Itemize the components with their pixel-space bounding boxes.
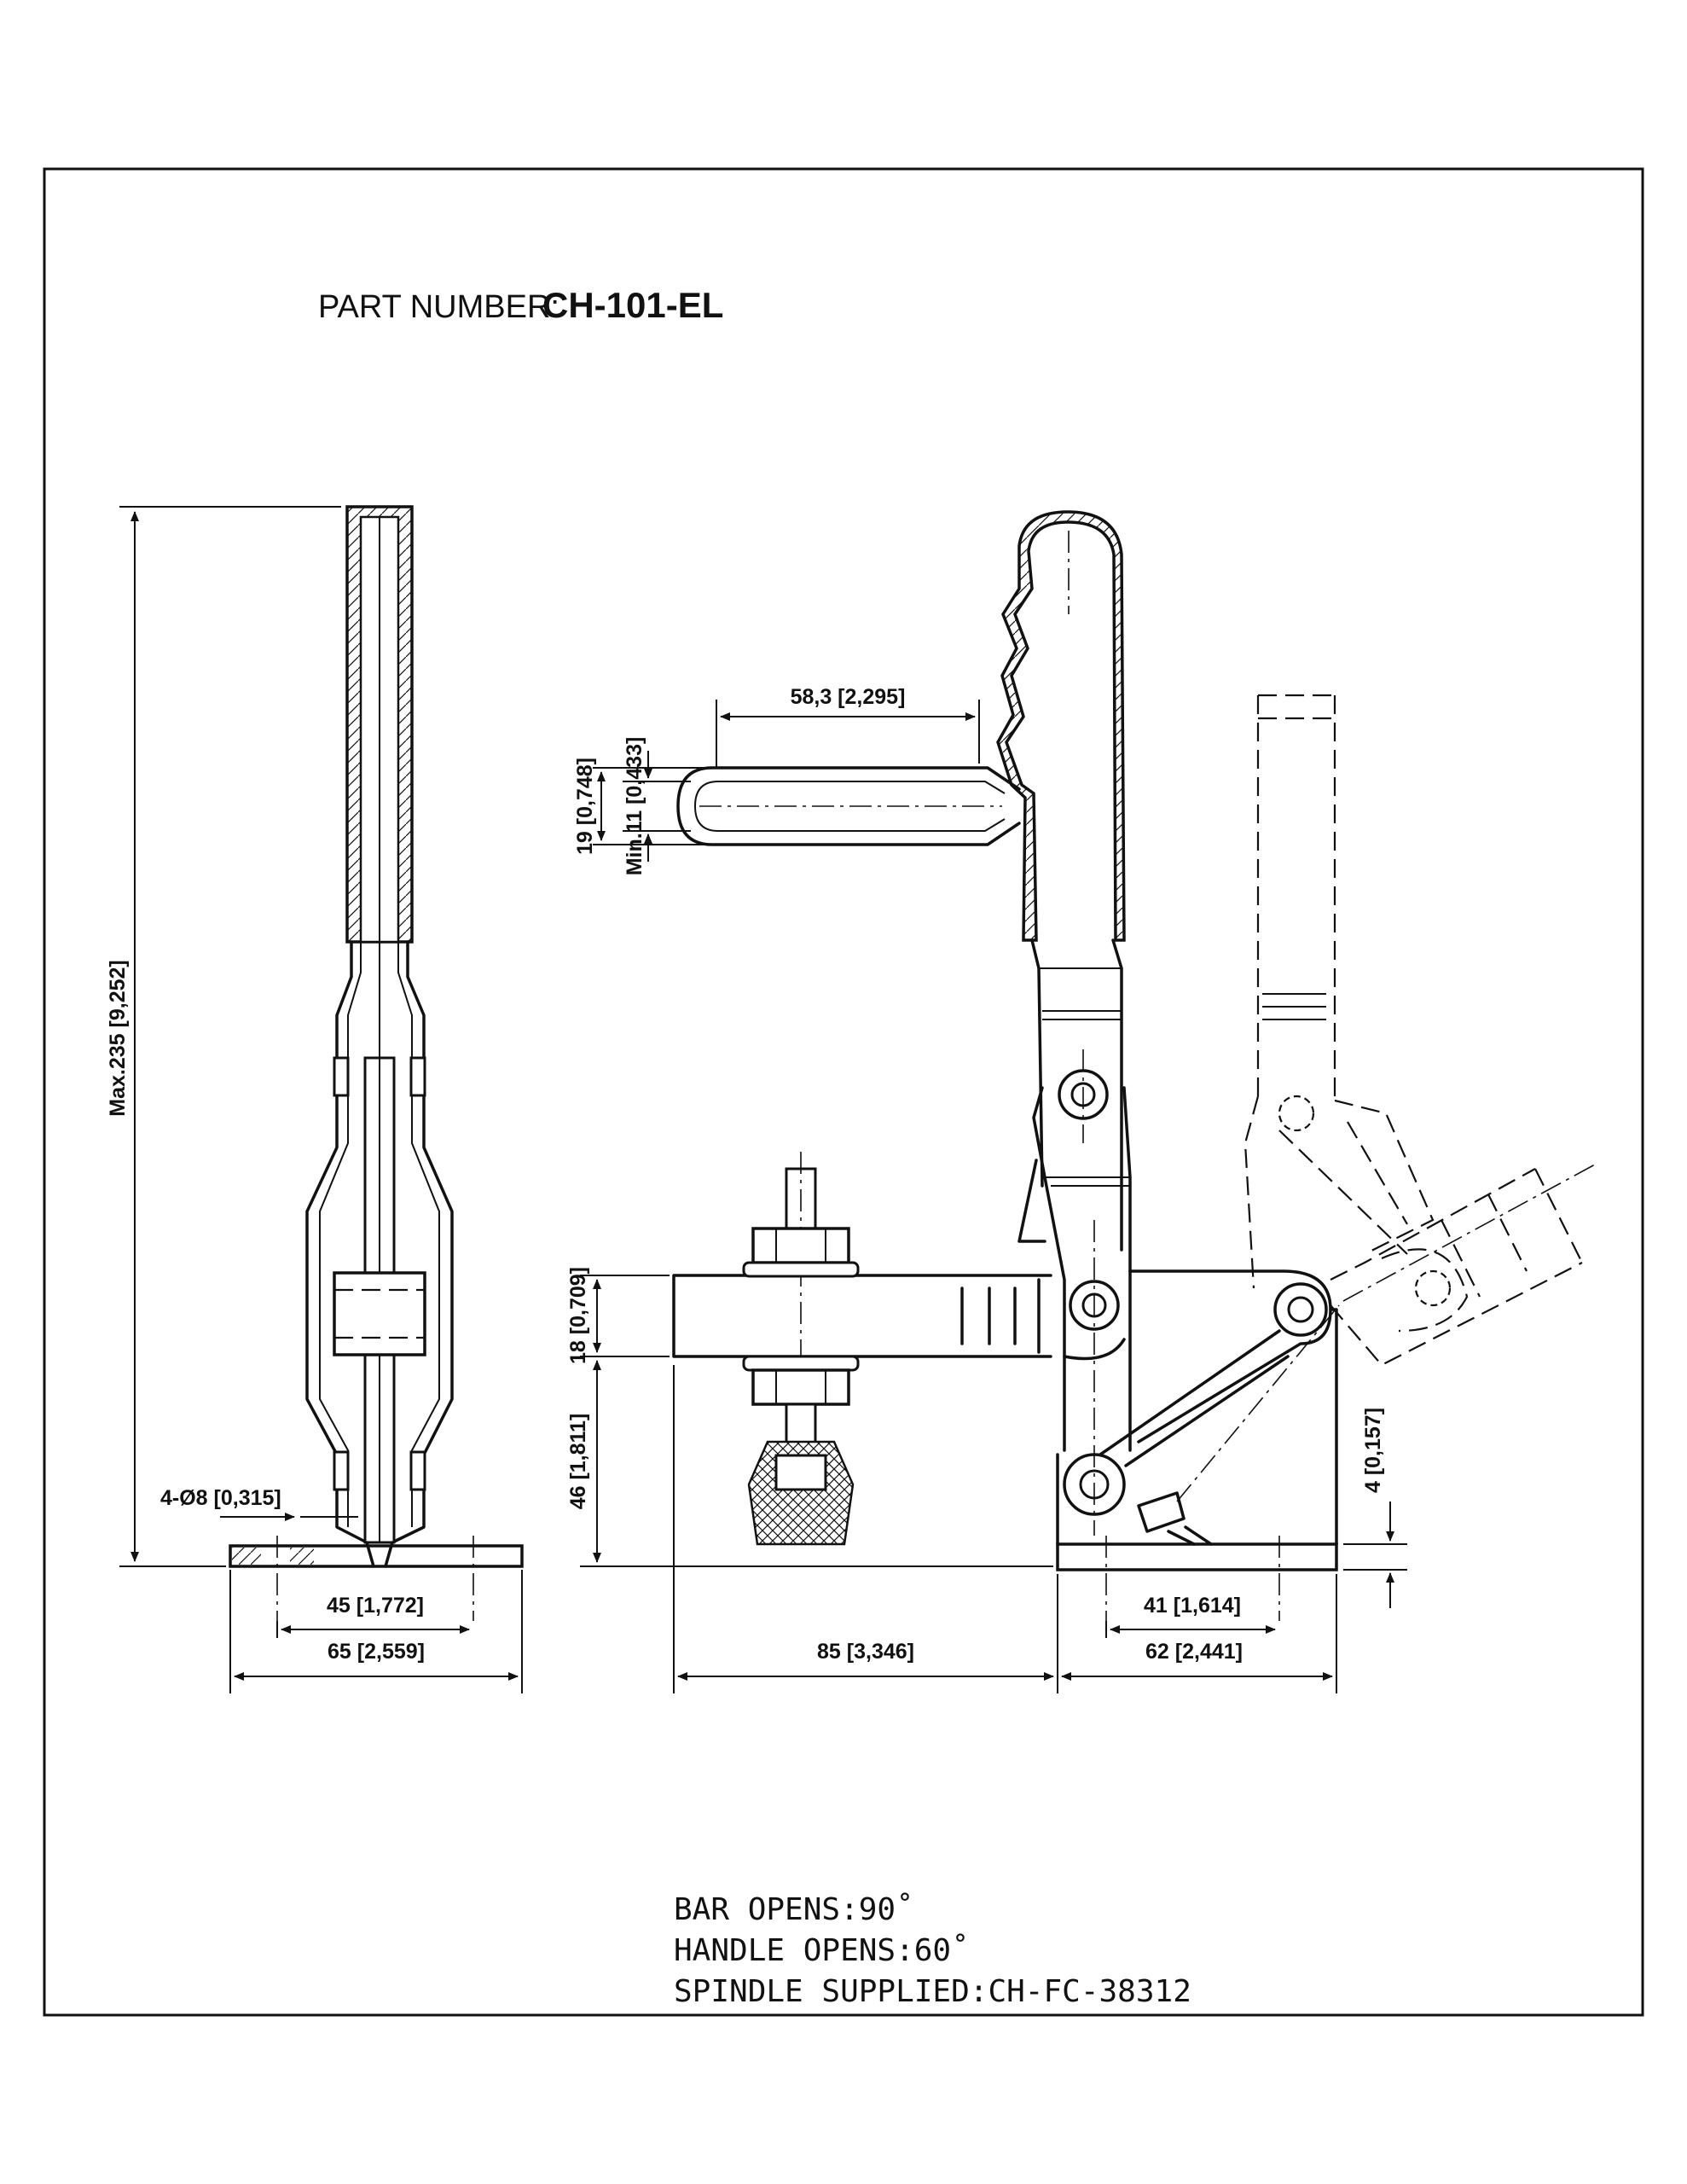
dim-hole-spacing-side: 45 [1,772] [327,1594,424,1618]
note-bar-opens: BAR OPENS:90˚ [674,1892,914,1927]
u-bar-handle [676,766,1021,846]
dim-base-length-front: 62 [2,441] [1145,1640,1243,1664]
side-base-plate [229,1544,524,1568]
dim-base-holes-front: 41 [1,614] [1144,1594,1241,1618]
dim-u-bar-length: 58,3 [2,295] [791,685,906,709]
clamp-bar [672,1269,1132,1358]
front-handle-grip [996,510,1126,942]
spindle-assembly [742,1152,860,1546]
note-handle-opens: HANDLE OPENS:60˚ [674,1933,970,1968]
front-view [672,510,1596,1621]
dim-bar-reach: 85 [3,346] [817,1640,914,1664]
dim-bar-height: 46 [1,811] [566,1414,590,1510]
note-spindle-supplied: SPINDLE SUPPLIED:CH-FC-38312 [674,1974,1191,2009]
side-spacer-block [333,1271,426,1356]
side-dimensions: Max.235 [9,252] 4-Ø8 [0,315] 45 [1,772] … [106,506,523,1693]
part-number-value: CH-101-EL [542,285,723,325]
dim-base-width-side: 65 [2,559] [328,1640,425,1664]
dim-hole-diameter: 4-Ø8 [0,315] [160,1486,281,1510]
open-position-phantom [1176,694,1596,1502]
front-base [1056,1542,1338,1571]
drawing-frame [43,167,1644,2017]
dim-max-height: Max.235 [9,252] [106,960,130,1116]
notes-block: BAR OPENS:90˚ HANDLE OPENS:60˚ SPINDLE S… [674,1892,1191,2009]
dim-u-bar-width: 19 [0,748] [573,758,597,855]
dim-base-thickness: 4 [0,157] [1361,1408,1385,1493]
front-dimensions: 58,3 [2,295] 19 [0,748] Min.11 [0,433] 1… [566,685,1407,1693]
part-number-label: PART NUMBER: [318,289,559,325]
side-view [229,505,524,1621]
dim-bar-thickness: 18 [0,709] [566,1267,590,1364]
dim-u-bar-slot: Min.11 [0,433] [623,737,646,876]
